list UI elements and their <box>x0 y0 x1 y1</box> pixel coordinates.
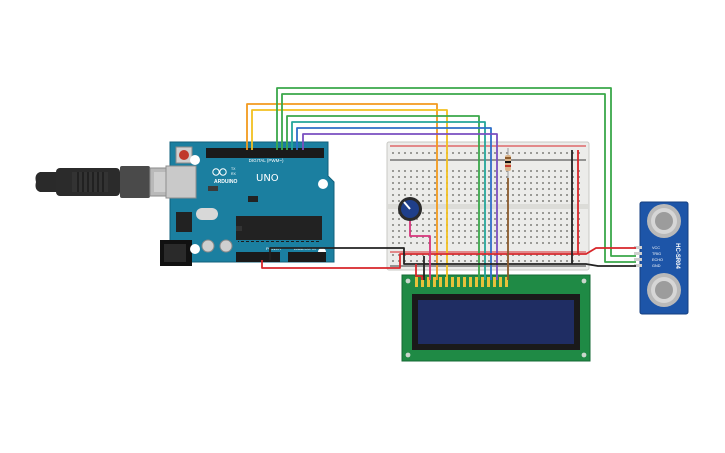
tx-label: TX <box>231 167 236 171</box>
wire-magenta <box>409 221 431 280</box>
wire-blue <box>296 127 492 280</box>
wire-red-power <box>261 247 636 269</box>
arduino-uno-board[interactable]: DIGITAL (PWM~) ARDUINO UNO TX RX POWER A… <box>160 141 335 266</box>
resistor <box>505 148 511 178</box>
wire-green-to-sensor <box>276 87 636 257</box>
usb-cable <box>35 166 179 198</box>
wire-green <box>286 115 480 280</box>
wire-red-contrast <box>415 264 423 280</box>
wire-green-to-sensor-2 <box>281 93 636 263</box>
uno-label: UNO <box>256 173 279 184</box>
sensor-model-label: HC-SR04 <box>674 243 680 269</box>
atmega-chip <box>236 216 322 240</box>
ultrasonic-sensor: VCC TRIG ECHO GND HC-SR04 <box>634 201 689 315</box>
reset-button[interactable] <box>179 150 189 160</box>
wire-yellow <box>251 109 448 280</box>
sensor-pin-echo: ECHO <box>652 258 663 262</box>
sensor-pin-trig: TRIG <box>652 252 661 256</box>
lcd-screen <box>418 300 574 344</box>
wire-teal <box>291 121 486 280</box>
wire-black-ground <box>269 247 636 267</box>
rx-label: RX <box>231 172 237 176</box>
usb-port[interactable] <box>165 165 197 199</box>
wire-orange <box>246 103 438 280</box>
potentiometer[interactable] <box>398 197 422 221</box>
wires <box>246 87 636 280</box>
arduino-logo: ARDUINO <box>214 179 237 185</box>
lcd-16x2 <box>401 274 591 362</box>
breadboard[interactable] <box>386 141 590 271</box>
sensor-pin-gnd: GND <box>652 264 661 268</box>
sensor-pin-vcc: VCC <box>652 246 660 250</box>
digital-label: DIGITAL (PWM~) <box>249 158 284 163</box>
wire-purple <box>302 133 498 280</box>
